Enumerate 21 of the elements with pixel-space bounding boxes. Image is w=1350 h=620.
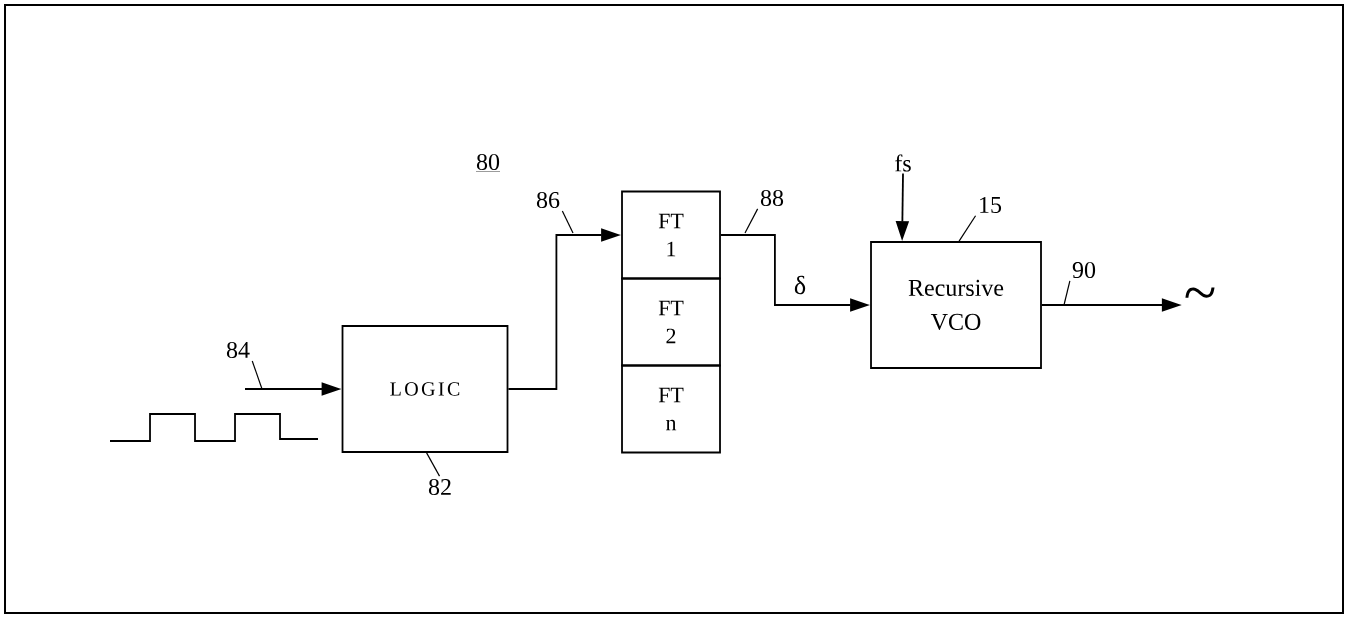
leader-line <box>958 215 977 242</box>
callout-number: 84 <box>226 341 250 359</box>
callout-number: 15 <box>980 196 1002 214</box>
vco-box: Recursive VCO <box>870 241 1042 369</box>
leader-line <box>561 210 574 234</box>
callout-number: 88 <box>760 189 784 207</box>
edge-label: δ <box>792 274 808 296</box>
callout-number: 86 <box>536 191 560 209</box>
sine-wave-symbol: ~ <box>1185 287 1215 298</box>
leader-line <box>426 452 441 477</box>
callout-number: 82 <box>428 478 451 496</box>
filter-block: FT n <box>621 364 721 454</box>
leader-line <box>744 208 759 234</box>
filter-block: FT 2 <box>621 277 721 367</box>
signal-label: fs <box>895 154 911 172</box>
filter-block: FT 1 <box>621 190 721 280</box>
leader-line <box>1063 280 1071 306</box>
leader-line <box>251 360 263 390</box>
logic-box: LOGIC <box>341 325 509 453</box>
figure-number: 80 <box>475 153 501 172</box>
callout-number: 90 <box>1072 261 1096 279</box>
